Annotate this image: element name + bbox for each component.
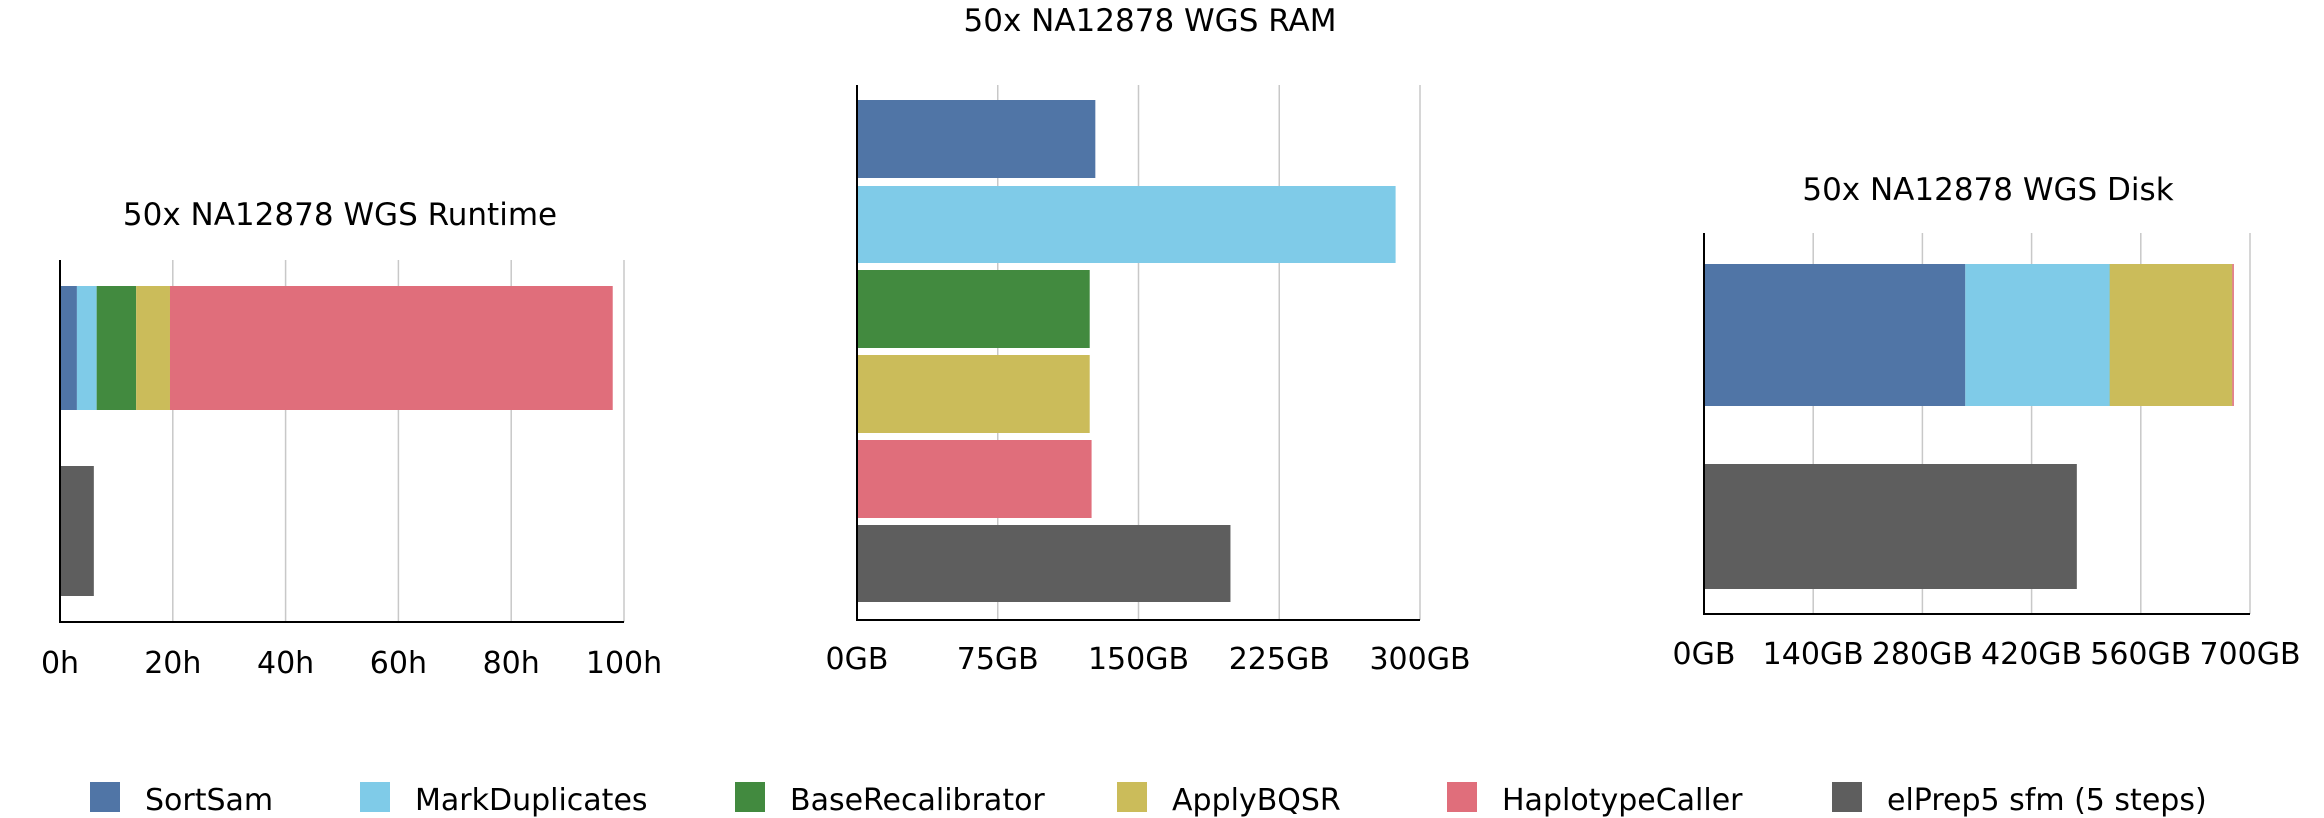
disk-bar-applybqsr [2109, 264, 2233, 406]
legend-label-baserecalibrator: BaseRecalibrator [790, 783, 1045, 818]
legend-swatch-sortsam [90, 782, 120, 812]
disk-x-tick-label: 0GB [1673, 637, 1736, 672]
ram-x-tick-label: 0GB [826, 642, 889, 677]
legend-swatch-haplotypecaller [1447, 782, 1477, 812]
disk-x-tick-label: 560GB [2090, 637, 2191, 672]
runtime-bar-applybqsr [136, 286, 170, 410]
runtime-x-tick-label: 80h [483, 646, 540, 681]
disk-x-tick-label: 700GB [2199, 637, 2300, 672]
disk-bar-haplotypecaller [2232, 264, 2234, 406]
disk-bar-markduplicates [1965, 264, 2110, 406]
runtime-x-tick-label: 20h [144, 646, 201, 681]
legend-swatch-elprep5-sfm-5-steps [1832, 782, 1862, 812]
legend-label-markduplicates: MarkDuplicates [415, 783, 648, 818]
runtime-bar-elprep5-sfm-5-steps [60, 466, 94, 596]
runtime-x-tick-label: 40h [257, 646, 314, 681]
runtime-bar-baserecalibrator [96, 286, 137, 410]
disk-x-tick-label: 280GB [1872, 637, 1973, 672]
tick-labels-layer: 0h 20h 40h 60h 80h 100h 0GB 75GB 150GB 225GB 300GB… [41, 637, 2301, 681]
runtime-x-tick-label: 0h [41, 646, 79, 681]
legend-swatch-markduplicates [360, 782, 390, 812]
ram-chart-title: 50x NA12878 WGS RAM [964, 3, 1337, 39]
legend-label-haplotypecaller: HaplotypeCaller [1502, 783, 1743, 818]
disk-x-tick-label: 420GB [1981, 637, 2082, 672]
ram-bar-applybqsr [857, 355, 1090, 433]
runtime-bar-haplotypecaller [169, 286, 613, 410]
legend-label-elprep5-sfm-5-steps: elPrep5 sfm (5 steps) [1887, 783, 2207, 818]
legend-label-sortsam: SortSam [145, 783, 273, 818]
runtime-bar-markduplicates [76, 286, 97, 410]
bars-layer [60, 100, 2234, 602]
disk-chart-title: 50x NA12878 WGS Disk [1802, 172, 2173, 208]
ram-x-tick-label: 300GB [1369, 642, 1470, 677]
ram-x-tick-label: 75GB [957, 642, 1039, 677]
legend: SortSam MarkDuplicates BaseRecalibrator App… [90, 782, 2207, 818]
ram-bar-haplotypecaller [857, 440, 1092, 518]
runtime-bar-sortsam [60, 286, 77, 410]
ram-x-tick-label: 225GB [1229, 642, 1330, 677]
runtime-chart-title: 50x NA12878 WGS Runtime [123, 197, 557, 233]
axes-layer [59, 85, 2250, 623]
runtime-x-tick-label: 100h [586, 646, 662, 681]
ram-bar-markduplicates [857, 186, 1396, 263]
ram-bar-baserecalibrator [857, 270, 1090, 348]
legend-swatch-applybqsr [1117, 782, 1147, 812]
ram-x-tick-label: 150GB [1088, 642, 1189, 677]
ram-bar-sortsam [857, 100, 1096, 178]
runtime-x-tick-label: 60h [370, 646, 427, 681]
legend-swatch-baserecalibrator [735, 782, 765, 812]
ram-bar-elprep5-sfm-5-steps [857, 525, 1231, 602]
disk-bar-elprep5-sfm-5-steps [1704, 464, 2077, 589]
legend-label-applybqsr: ApplyBQSR [1172, 783, 1341, 818]
disk-bar-sortsam [1704, 264, 1966, 406]
disk-x-tick-label: 140GB [1763, 637, 1864, 672]
